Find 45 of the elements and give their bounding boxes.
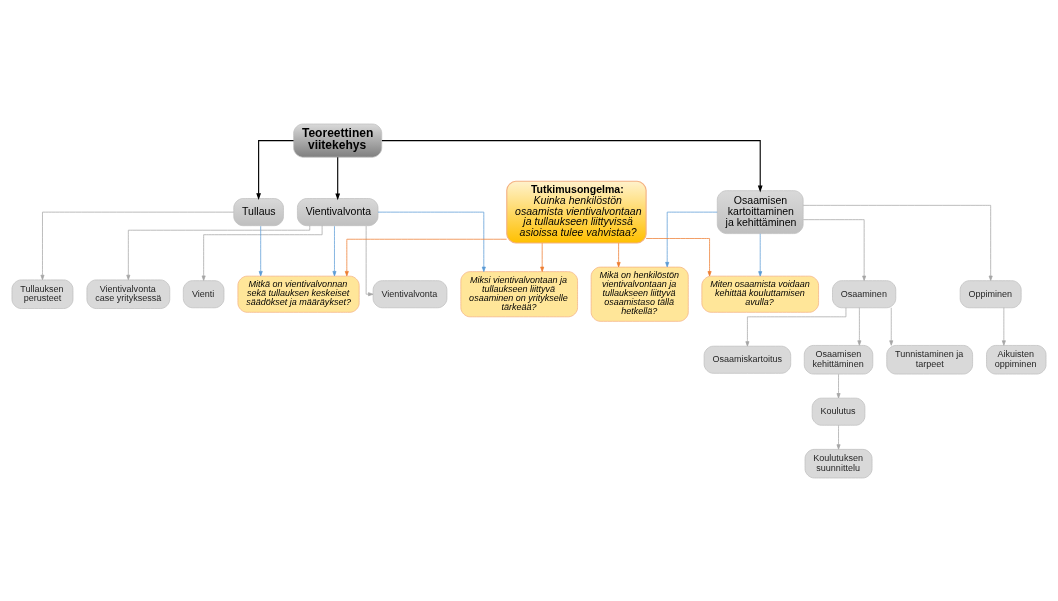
arrow (803, 218, 867, 281)
arrow (377, 211, 486, 272)
node-box: Aikuisten oppiminen (986, 344, 1047, 374)
node-box: Miksi vientivalvontaan ja tullaukseen liittyvä osaaminen on yritykselle tärkeää? (460, 270, 578, 317)
node-box: Osaamiskartoitus (703, 345, 792, 374)
arrow (335, 156, 341, 200)
node-box: Osaamisen kartoittaminen ja kehittäminen (716, 189, 804, 234)
node-box: Vientivalvonta (297, 197, 379, 226)
arrow (540, 242, 545, 272)
arrow (332, 225, 337, 276)
node-box: Vienti (182, 279, 225, 308)
arrow (665, 211, 718, 267)
node-box: Teoreettinen viitekehys (293, 123, 383, 158)
node-box: Mikä on henkilöstön vientivalvontaan ja tullaukseen liittyvä osaamistaso tällä hetkellä? (590, 266, 689, 322)
arrow (344, 238, 507, 276)
node-box: Koulutuksen suunnittelu (804, 448, 873, 478)
node-box: Tullauksen perusteet (11, 279, 74, 309)
node-box: Vientivalvonta case yrityksessä (86, 279, 171, 309)
node-box: Tutkimusongelma: Kuinka henkilöstön osaamista vientivalvontaan ja tullaukseen liittyvissä asioissa tulee vahvistaa? (506, 180, 647, 244)
node-box: Osaamisen kehittäminen (803, 344, 874, 374)
node-box: Koulutus (811, 397, 866, 426)
arrow (802, 204, 993, 281)
arrow (126, 224, 311, 280)
arrow (645, 237, 712, 276)
arrow (745, 307, 847, 347)
arrow (40, 211, 234, 280)
arrow (365, 225, 374, 296)
arrow (256, 139, 295, 200)
node-box: Vientivalvonta (372, 279, 448, 308)
arrow (381, 139, 763, 192)
arrow (258, 225, 263, 276)
arrow (201, 224, 323, 281)
arrow (836, 373, 841, 398)
node-box: Mitkä on vientivalvonnan sekä tullauksen keskeiset säädökset ja määräykset? (237, 275, 360, 313)
arrow (616, 242, 621, 267)
node-box: Oppiminen (959, 279, 1022, 308)
node-box: Tullaus (233, 197, 284, 226)
arrow (889, 306, 894, 346)
node-box: Tunnistaminen ja tarpeet (886, 344, 973, 374)
arrow (836, 424, 841, 450)
arrow (758, 232, 763, 276)
arrow (857, 306, 862, 346)
arrow (1001, 306, 1006, 346)
node-box: Osaaminen (832, 279, 897, 308)
node-box: Miten osaamista voidaan kehittää kouluttamisen avulla? (701, 275, 819, 313)
